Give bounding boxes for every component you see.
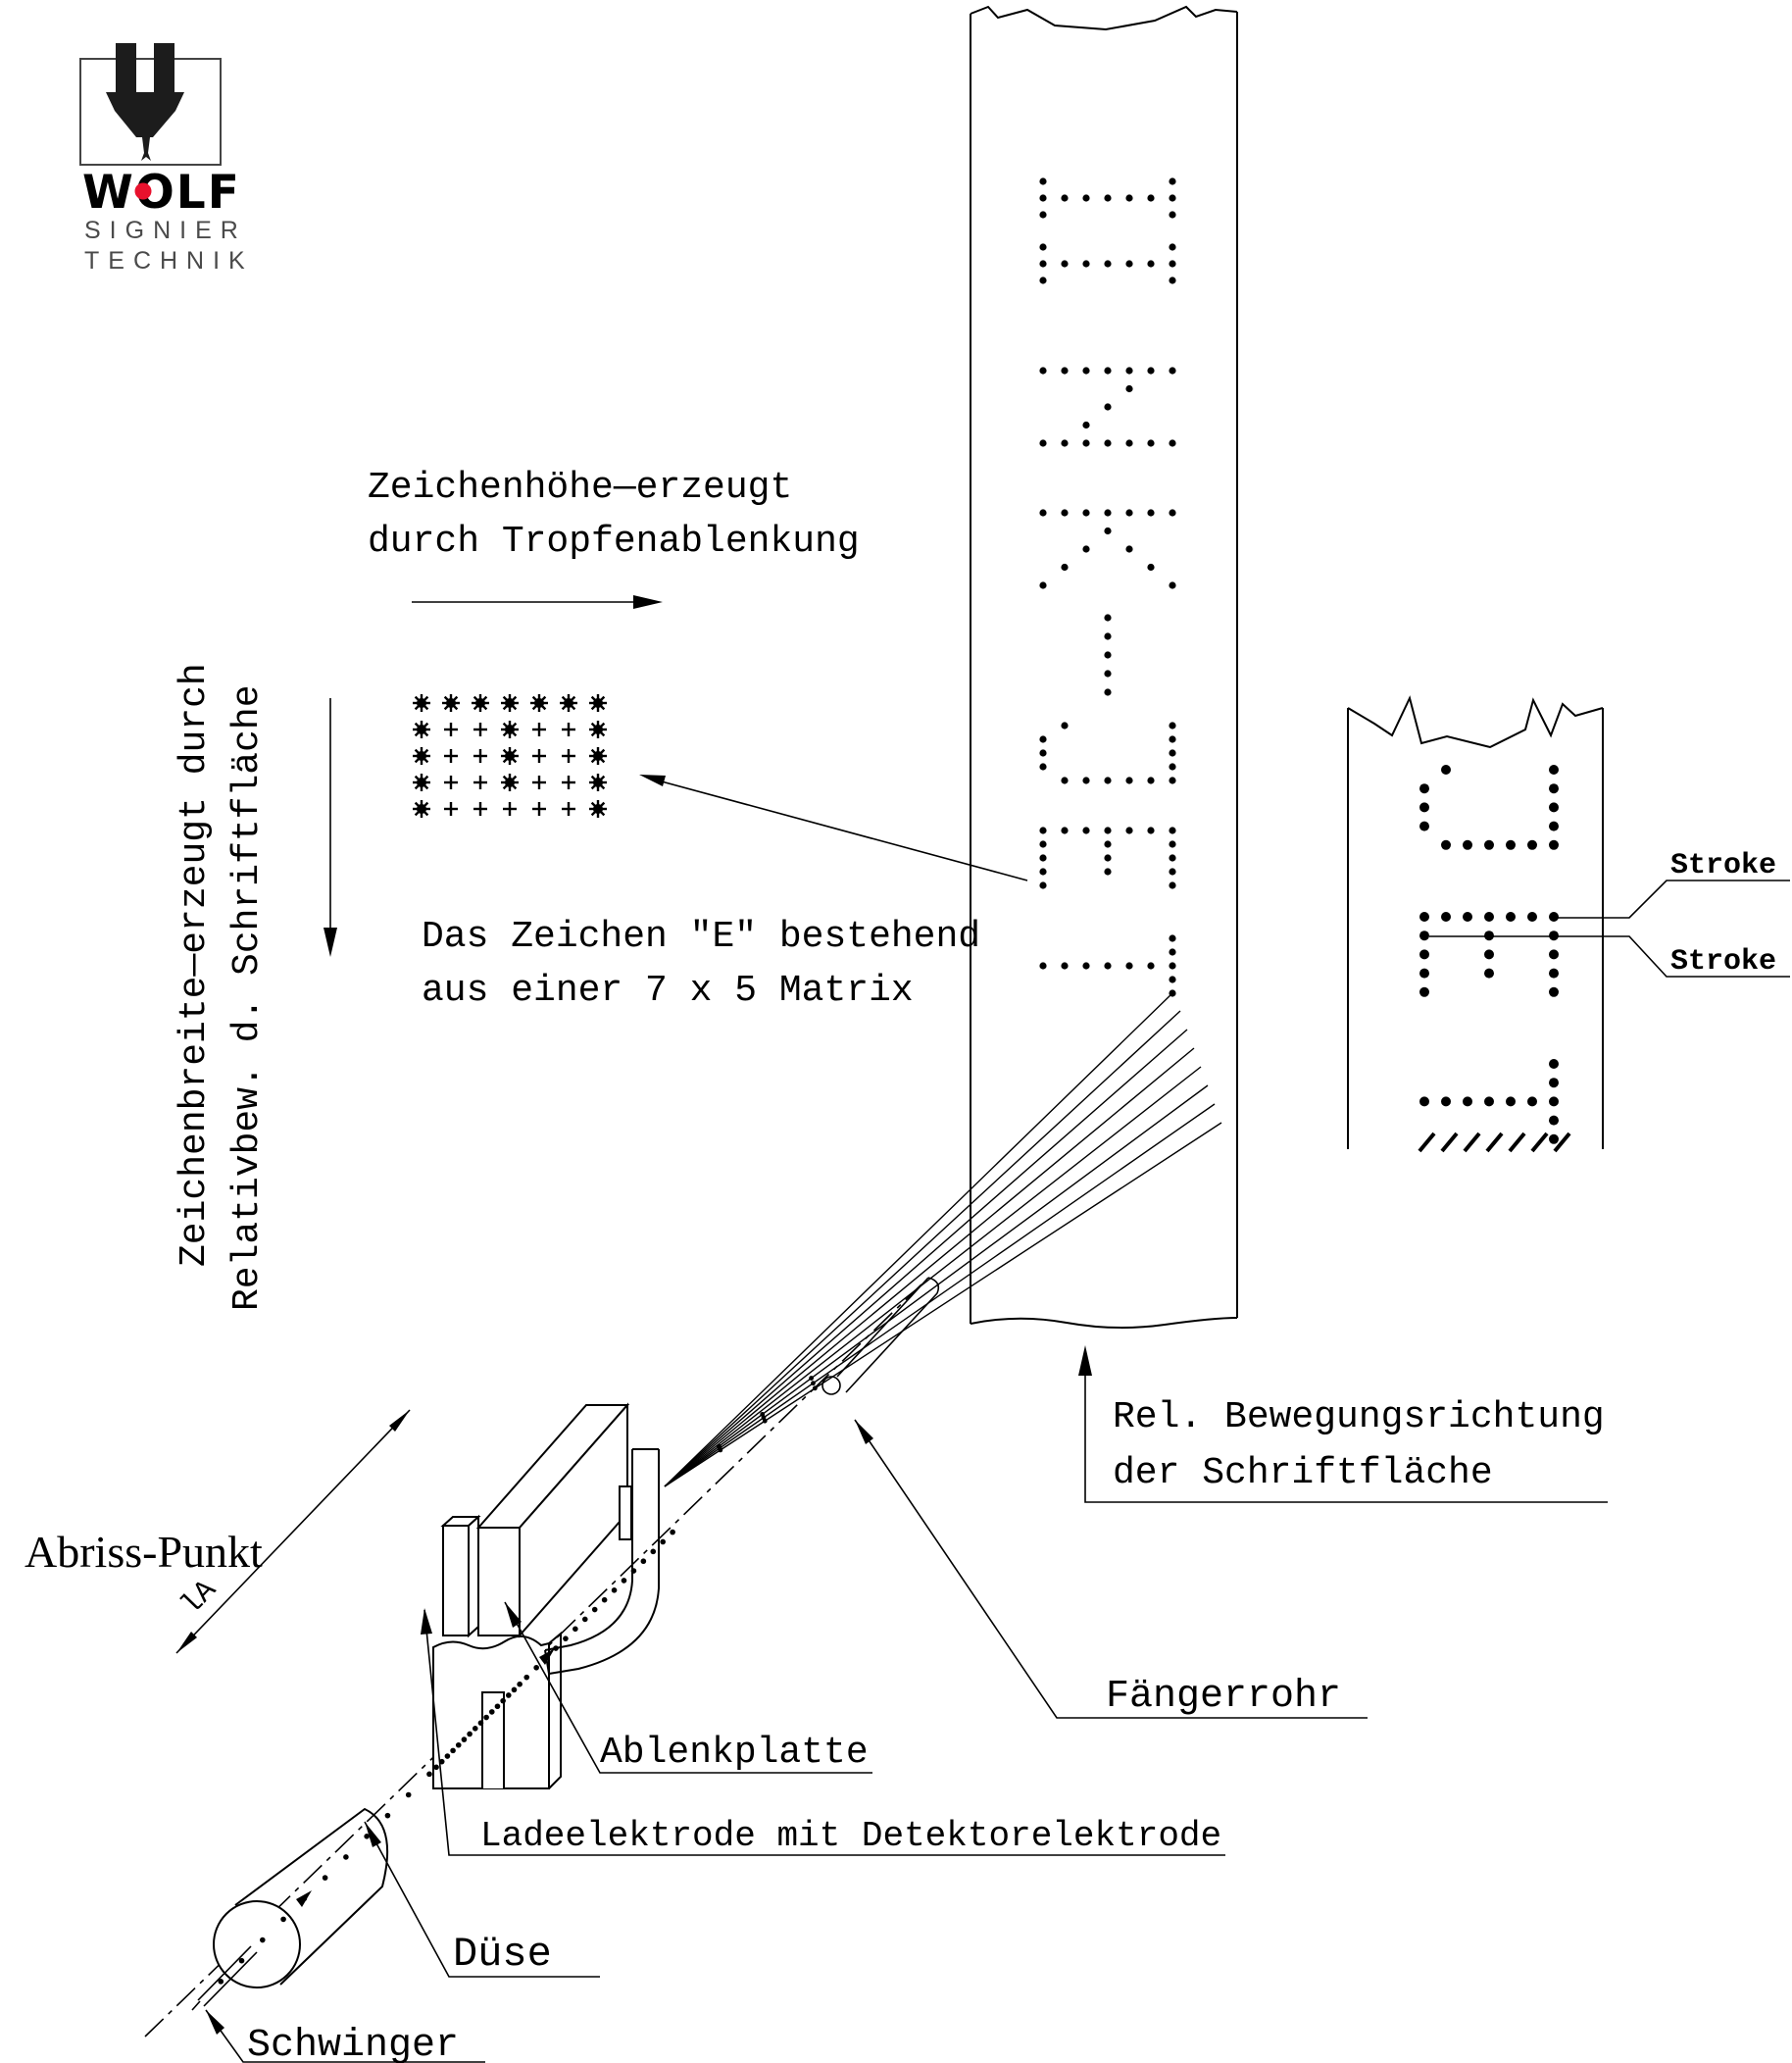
movement-direction-note: Rel. Bewegungsrichtung der Schriftfläche <box>1078 1345 1608 1503</box>
pointer-arrow-icon <box>639 775 666 786</box>
matrix-note: Das Zeichen "E" bestehend aus einer 7 x … <box>422 916 980 1012</box>
schwinger-label: Schwinger <box>247 2024 459 2063</box>
strip-dot-matrix-text <box>1039 177 1176 997</box>
nozzle-needle <box>191 1945 258 2011</box>
label-duese: Düse <box>364 1821 600 1978</box>
oscillator-cylinder <box>191 1807 389 2011</box>
right-arrow-icon <box>633 595 663 609</box>
logo-frame <box>79 58 222 166</box>
curved-deflection-plate <box>544 1448 660 1675</box>
character-height-note: Zeichenhöhe—erzeugt durch Tropfenablenku… <box>368 467 860 609</box>
deflection-plate-box <box>475 1402 630 1638</box>
ladeelektrode-leader <box>423 1609 1225 1856</box>
plate-tab <box>619 1485 632 1540</box>
matrix-note-line2: aus einer 7 x 5 Matrix <box>422 970 914 1012</box>
abriss-punkt-label: Abriss-Punkt <box>25 1527 263 1577</box>
logo-brand-text: WOLF <box>82 166 241 220</box>
printed-strip <box>970 5 1238 1330</box>
faengerrohr-label: Fängerrohr <box>1106 1675 1341 1719</box>
movement-note-line <box>1084 1361 1608 1503</box>
faengerrohr-leader <box>854 1419 1368 1719</box>
leader-arrow-icon <box>505 1602 522 1628</box>
stroke2-label: Stroke <box>1670 945 1776 979</box>
logo-red-dot <box>134 182 152 200</box>
label-faengerrohr: Fängerrohr <box>854 1419 1368 1719</box>
height-note-line2: durch Tropfenablenkung <box>368 521 860 563</box>
ladeelektrode-label: Ladeelektrode mit Detektorelektrode <box>480 1816 1221 1856</box>
leader-arrow-icon <box>365 1822 381 1847</box>
duese-label: Düse <box>453 1931 552 1978</box>
leader-arrow-icon <box>421 1608 432 1635</box>
fragment-torn-top-edge <box>1347 695 1604 749</box>
duese-leader <box>364 1821 600 1978</box>
jet-direction-arrow-icon <box>296 1890 312 1907</box>
inkjet-nozzle-icon <box>106 43 184 161</box>
e-character-matrix <box>413 694 607 818</box>
dimension-label: lA <box>175 1574 224 1623</box>
fragment-bottom-hatch <box>1418 1132 1571 1153</box>
leader-arrow-icon <box>206 2010 224 2035</box>
movement-note-line2: der Schriftfläche <box>1113 1452 1493 1494</box>
fragment-dot-matrix-text <box>1419 765 1559 1144</box>
width-note-line2: Relativbew. d. Schriftfläche <box>226 684 269 1311</box>
character-width-note: Zeichenbreite—erzeugt durch Relativbew. … <box>174 663 337 1311</box>
matrix-note-line1: Das Zeichen "E" bestehend <box>422 916 980 958</box>
label-schwinger: Schwinger <box>205 2009 485 2063</box>
logo-line3: TECHNIK <box>84 247 254 275</box>
height-note-line1: Zeichenhöhe—erzeugt <box>368 467 792 509</box>
label-ladeelektrode: Ladeelektrode mit Detektorelektrode <box>421 1608 1225 1856</box>
matrix-to-strip-pointer <box>639 775 1028 881</box>
stroke1-label: Stroke <box>1670 849 1776 882</box>
deflected-droplet-fan <box>664 991 1222 1487</box>
stroke2-leader-line <box>1429 935 1790 978</box>
strip-torn-top-edge <box>970 5 1238 31</box>
label-ablenkplatte: Ablenkplatte <box>504 1601 872 1774</box>
strip-torn-bottom-edge <box>970 1317 1238 1330</box>
logo-line2: SIGNIER <box>84 217 247 244</box>
width-note-line1: Zeichenbreite—erzeugt durch <box>174 663 216 1267</box>
print-head-drawing: lA <box>144 991 1222 2038</box>
wolf-logo: WOLF SIGNIER TECHNIK <box>79 43 254 275</box>
leader-arrow-icon <box>855 1420 873 1444</box>
detector-electrode-plate <box>440 1514 481 1638</box>
up-arrow-icon <box>1078 1345 1092 1376</box>
movement-note-line1: Rel. Bewegungsrichtung <box>1113 1396 1605 1438</box>
droplet-stream <box>218 1529 675 1985</box>
strip-fragment-detail: Stroke Stroke <box>1347 695 1790 1153</box>
down-arrow-icon <box>324 928 337 957</box>
jet-direction-arrow-icon <box>539 1648 555 1665</box>
ablenkplatte-label: Ablenkplatte <box>600 1732 869 1774</box>
stroke1-leader-line <box>1554 880 1790 919</box>
ablenkplatte-leader <box>504 1601 872 1774</box>
electrode-slot <box>481 1691 505 1788</box>
